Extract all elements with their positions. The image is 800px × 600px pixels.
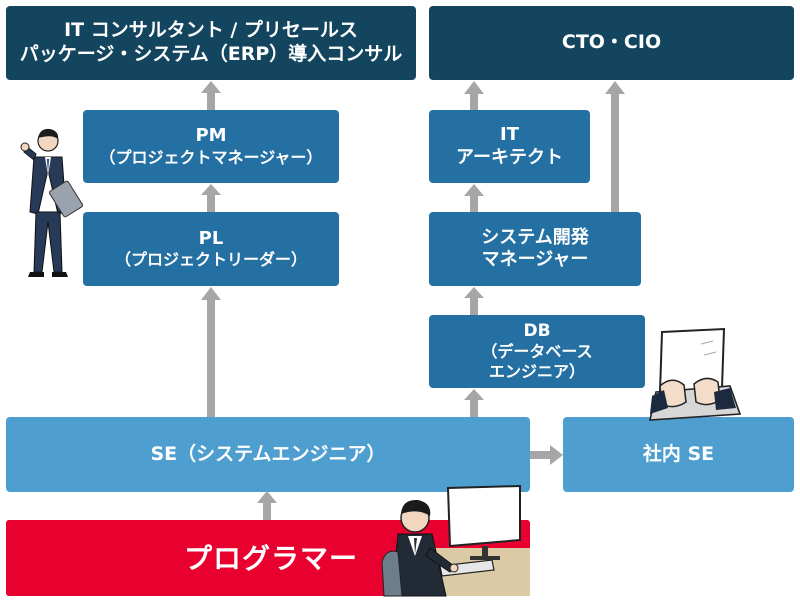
system-dev-manager-line2: マネージャー [481, 249, 589, 270]
businessman-illustration [20, 128, 84, 277]
system-dev-manager-line1: システム開発 [481, 226, 589, 248]
system-dev-manager-box: システム開発 マネージャー [429, 212, 641, 286]
arrow-se-to-internal-se [530, 445, 563, 465]
pm-line1: PM [195, 125, 227, 147]
arrow-programmer-to-se [257, 491, 277, 520]
se-box: SE（システムエンジニア） [6, 417, 530, 492]
arrow-se-to-db [464, 389, 484, 417]
it-architect-line2: アーキテクト [456, 146, 563, 168]
pm-line2: （プロジェクトマネージャー） [99, 147, 323, 167]
pl-box: PL （プロジェクトリーダー） [83, 212, 339, 286]
db-engineer-line3: エンジニア） [488, 362, 585, 382]
hands-laptop-illustration [648, 327, 742, 421]
pl-line1: PL [198, 227, 224, 249]
arrow-pm-to-it-consultant [201, 81, 221, 110]
arrow-architect-to-cto [464, 81, 484, 110]
arrow-pl-to-pm [201, 184, 221, 212]
db-engineer-box: DB （データベース エンジニア） [429, 315, 645, 388]
person-desktop-illustration [381, 484, 530, 597]
arrow-sysdev-to-architect [464, 184, 484, 212]
arrow-sysdev-to-cto [605, 81, 625, 212]
it-consultant-line2: パッケージ・システム（ERP）導入コンサル [19, 43, 403, 65]
se-label: SE（システムエンジニア） [150, 442, 386, 465]
cto-cio-label: CTO・CIO [561, 31, 662, 54]
it-consultant-box: IT コンサルタント / プリセールス パッケージ・システム（ERP）導入コンサ… [6, 6, 416, 80]
internal-se-box: 社内 SE [563, 417, 794, 492]
arrow-se-to-pl [201, 287, 221, 417]
arrow-db-to-sysdev [464, 287, 484, 315]
db-engineer-line1: DB [523, 320, 551, 341]
internal-se-label: 社内 SE [642, 442, 715, 465]
pl-line2: （プロジェクトリーダー） [114, 250, 307, 270]
cto-cio-box: CTO・CIO [429, 6, 794, 80]
it-architect-line1: IT [500, 124, 519, 145]
it-architect-box: IT アーキテクト [429, 110, 590, 183]
pm-box: PM （プロジェクトマネージャー） [83, 110, 339, 183]
it-consultant-line1: IT コンサルタント / プリセールス [64, 19, 358, 42]
db-engineer-line2: （データベース [481, 342, 593, 362]
programmer-label: プログラマー [184, 541, 359, 575]
